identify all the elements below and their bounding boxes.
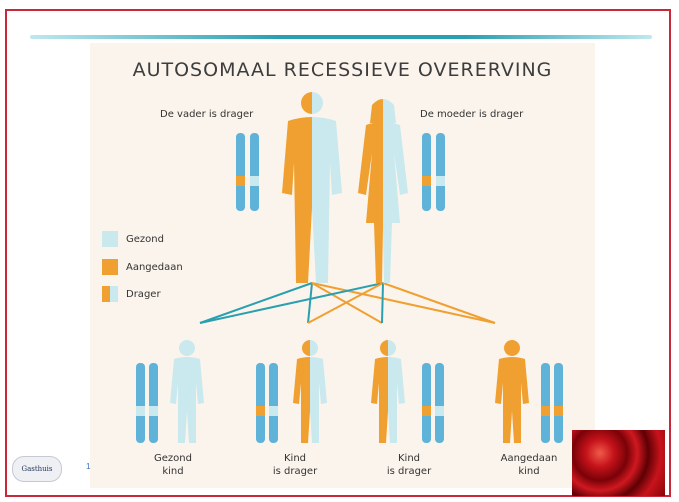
child4-chromosomes xyxy=(541,363,563,443)
legend-carrier-label: Drager xyxy=(126,289,161,300)
carrier-swatch xyxy=(102,286,118,302)
father-chromosomes xyxy=(236,133,259,211)
child3-chromosomes xyxy=(422,363,444,443)
legend-healthy: Gezond xyxy=(102,231,164,247)
mother-figure xyxy=(358,99,408,283)
slide-number: 1 xyxy=(86,462,90,471)
legend-healthy-label: Gezond xyxy=(126,234,164,245)
line-father-child2 xyxy=(308,283,312,323)
child2-figure xyxy=(293,340,327,443)
line-father-child4 xyxy=(312,283,495,323)
inheritance-diagram: AUTOSOMAAL RECESSIEVE OVERERVING xyxy=(90,43,595,488)
child1-caption: Gezond kind xyxy=(128,452,218,478)
father-figure xyxy=(282,92,342,283)
child2-chromosomes xyxy=(256,363,278,443)
child4-caption: Aangedaan kind xyxy=(484,452,574,478)
legend-affected-label: Aangedaan xyxy=(126,262,183,273)
line-mother-child1 xyxy=(200,283,383,323)
legend-affected: Aangedaan xyxy=(102,259,183,275)
child1-chromosomes xyxy=(136,363,158,443)
line-mother-child3 xyxy=(382,283,383,323)
hospital-logo: Gasthuis xyxy=(12,456,62,482)
mother-label: De moeder is drager xyxy=(420,109,523,120)
header-rule xyxy=(30,35,652,39)
child3-caption: Kind is drager xyxy=(364,452,454,478)
child1-figure xyxy=(170,340,204,443)
mother-chromosomes xyxy=(422,133,445,211)
blood-cells-image xyxy=(572,430,665,496)
father-label: De vader is drager xyxy=(160,109,253,120)
legend-carrier: Drager xyxy=(102,286,161,302)
child2-caption: Kind is drager xyxy=(250,452,340,478)
child3-figure xyxy=(371,340,405,443)
affected-swatch xyxy=(102,259,118,275)
healthy-swatch xyxy=(102,231,118,247)
child4-figure xyxy=(495,340,529,443)
inheritance-lines xyxy=(200,283,495,323)
